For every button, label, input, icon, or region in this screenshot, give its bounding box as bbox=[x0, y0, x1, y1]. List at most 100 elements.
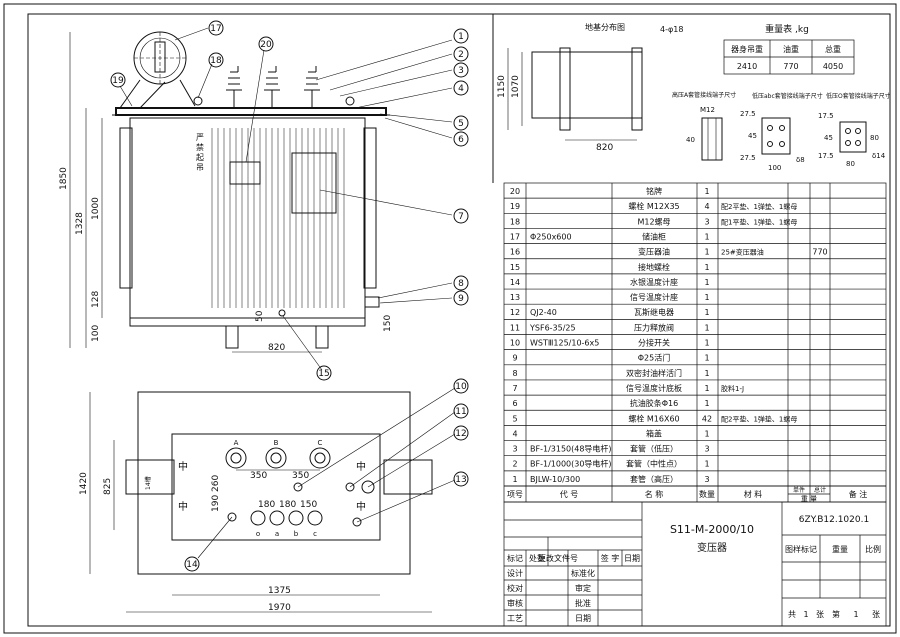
table-cell-qty: 1 bbox=[704, 293, 709, 302]
table-cell-mat: 25#变压器油 bbox=[721, 248, 764, 257]
svg-text:单件: 单件 bbox=[793, 486, 805, 494]
svg-text:180: 180 bbox=[258, 500, 275, 510]
svg-text:b: b bbox=[294, 530, 299, 538]
table-cell-qty: 1 bbox=[704, 354, 709, 363]
svg-text:总重: 总重 bbox=[825, 44, 841, 54]
table-cell-code: WSTⅢ125/10-6x5 bbox=[530, 339, 599, 348]
table-cell-no: 15 bbox=[510, 263, 520, 272]
svg-text:80: 80 bbox=[846, 160, 855, 168]
front-callouts: 1 2 3 4 5 6 7 8 9 15 17 18 19 20 bbox=[110, 20, 469, 381]
svg-text:设计: 设计 bbox=[507, 568, 523, 578]
svg-text:770: 770 bbox=[783, 62, 798, 71]
table-cell-w: 770 bbox=[812, 248, 827, 257]
svg-text:严: 严 bbox=[196, 133, 204, 142]
svg-text:1850: 1850 bbox=[59, 167, 69, 190]
table-cell-no: 4 bbox=[512, 429, 517, 438]
table-cell-name: 信号温度计座 bbox=[630, 292, 678, 302]
table-cell-no: 14 bbox=[510, 278, 520, 287]
svg-text:油重: 油重 bbox=[783, 44, 799, 54]
terminal-details: 高压A套管接线端子尺寸 低压abc套管接线端子尺寸 低压O套管接线端子尺寸 M1… bbox=[672, 91, 891, 172]
svg-text:张: 张 bbox=[816, 610, 824, 619]
table-cell-no: 5 bbox=[512, 414, 517, 423]
tank-cover-top bbox=[171, 433, 381, 541]
svg-text:批准: 批准 bbox=[575, 598, 591, 608]
table-cell-name: 套管（中性点） bbox=[626, 459, 682, 469]
table-cell-mat: 配1平垫、1弹垫、1螺母 bbox=[721, 217, 797, 226]
svg-text:150: 150 bbox=[383, 315, 393, 332]
top-dimensions: 350 350 180 180 150 260 190 1420 825 137… bbox=[79, 392, 432, 613]
top-view: 中 中 中 中 A B C o a b c 350 350 180 180 15… bbox=[79, 378, 469, 613]
svg-text:第: 第 bbox=[832, 609, 840, 619]
svg-text:820: 820 bbox=[596, 143, 613, 153]
svg-text:起: 起 bbox=[196, 153, 204, 162]
svg-text:c: c bbox=[313, 530, 317, 538]
table-cell-name: 水银温度计座 bbox=[630, 277, 678, 287]
svg-text:9: 9 bbox=[458, 294, 464, 304]
table-cell-qty: 1 bbox=[704, 339, 709, 348]
svg-text:校对: 校对 bbox=[507, 583, 523, 593]
table-cell-no: 16 bbox=[510, 248, 520, 257]
table-cell-mat: 配2平垫、1弹垫、1螺母 bbox=[721, 202, 797, 211]
svg-text:工艺: 工艺 bbox=[507, 614, 523, 623]
svg-text:45: 45 bbox=[748, 132, 757, 140]
svg-text:a: a bbox=[275, 530, 279, 538]
table-cell-no: 1 bbox=[512, 475, 517, 484]
svg-text:190: 190 bbox=[211, 495, 221, 512]
svg-text:更改文件号: 更改文件号 bbox=[538, 553, 578, 563]
svg-text:A: A bbox=[234, 439, 239, 447]
table-cell-name: 螺栓 M16X60 bbox=[628, 413, 679, 423]
svg-text:350: 350 bbox=[250, 471, 267, 481]
table-cell-no: 12 bbox=[510, 308, 520, 317]
svg-text:80: 80 bbox=[870, 134, 879, 142]
table-cell-name: 瓦斯继电器 bbox=[634, 307, 674, 317]
svg-text:审定: 审定 bbox=[575, 583, 591, 593]
svg-text:C: C bbox=[318, 439, 323, 447]
svg-text:15: 15 bbox=[318, 369, 329, 379]
table-cell-code: QJ2-40 bbox=[530, 308, 557, 317]
table-cell-name: 套管（高压） bbox=[630, 474, 678, 484]
parts-header-row: 项号 代 号 名 称 数量 材 料 单件 总计 重 量 备 注 bbox=[504, 485, 886, 503]
svg-text:日期: 日期 bbox=[624, 554, 640, 563]
table-cell-no: 8 bbox=[512, 369, 517, 378]
table-cell-qty: 3 bbox=[704, 217, 709, 226]
svg-text:重 量: 重 量 bbox=[801, 495, 817, 503]
bushing-labels: A B C o a b c bbox=[234, 439, 323, 538]
table-cell-name: 抗油胶条Φ16 bbox=[630, 398, 678, 408]
svg-text:1420: 1420 bbox=[79, 472, 89, 495]
svg-text:S11-M-2000/10: S11-M-2000/10 bbox=[670, 523, 754, 536]
table-cell-code: BF-1/3150(48导电杆) bbox=[530, 444, 612, 454]
svg-text:吊: 吊 bbox=[196, 163, 204, 172]
svg-text:器身吊重: 器身吊重 bbox=[731, 44, 763, 54]
svg-text:2: 2 bbox=[458, 50, 464, 60]
svg-text:6: 6 bbox=[458, 135, 464, 145]
tank-body bbox=[129, 117, 366, 319]
top-callouts: 10 11 12 13 14 bbox=[184, 378, 469, 572]
radiator-fins bbox=[211, 128, 345, 308]
svg-text:总计: 总计 bbox=[814, 486, 826, 494]
lifting-warning: 严 禁 起 吊 bbox=[196, 133, 204, 172]
svg-text:1: 1 bbox=[458, 32, 464, 42]
svg-text:1328: 1328 bbox=[75, 212, 85, 235]
svg-text:高压A套管接线端子尺寸: 高压A套管接线端子尺寸 bbox=[672, 91, 736, 99]
svg-text:低压O套管接线端子尺寸: 低压O套管接线端子尺寸 bbox=[826, 92, 891, 100]
table-cell-qty: 1 bbox=[704, 460, 709, 469]
table-cell-qty: 42 bbox=[702, 414, 712, 423]
svg-text:共: 共 bbox=[788, 610, 796, 619]
svg-text:M12: M12 bbox=[700, 106, 715, 114]
svg-text:5: 5 bbox=[458, 119, 464, 129]
svg-text:45: 45 bbox=[824, 134, 833, 142]
table-cell-qty: 1 bbox=[704, 278, 709, 287]
svg-text:2410: 2410 bbox=[737, 62, 757, 71]
svg-text:180: 180 bbox=[279, 500, 296, 510]
weight-table: 重量表 ,kg 器身吊重 油重 总重 2410 770 4050 bbox=[723, 23, 855, 75]
svg-text:项号: 项号 bbox=[507, 490, 523, 499]
svg-text:100: 100 bbox=[768, 164, 781, 172]
svg-text:比例: 比例 bbox=[865, 544, 881, 554]
svg-text:张: 张 bbox=[872, 610, 880, 619]
table-cell-name: 螺栓 M12X35 bbox=[628, 201, 679, 211]
svg-text:1000: 1000 bbox=[91, 197, 101, 220]
table-cell-no: 17 bbox=[510, 232, 520, 241]
nameplate bbox=[229, 161, 261, 185]
